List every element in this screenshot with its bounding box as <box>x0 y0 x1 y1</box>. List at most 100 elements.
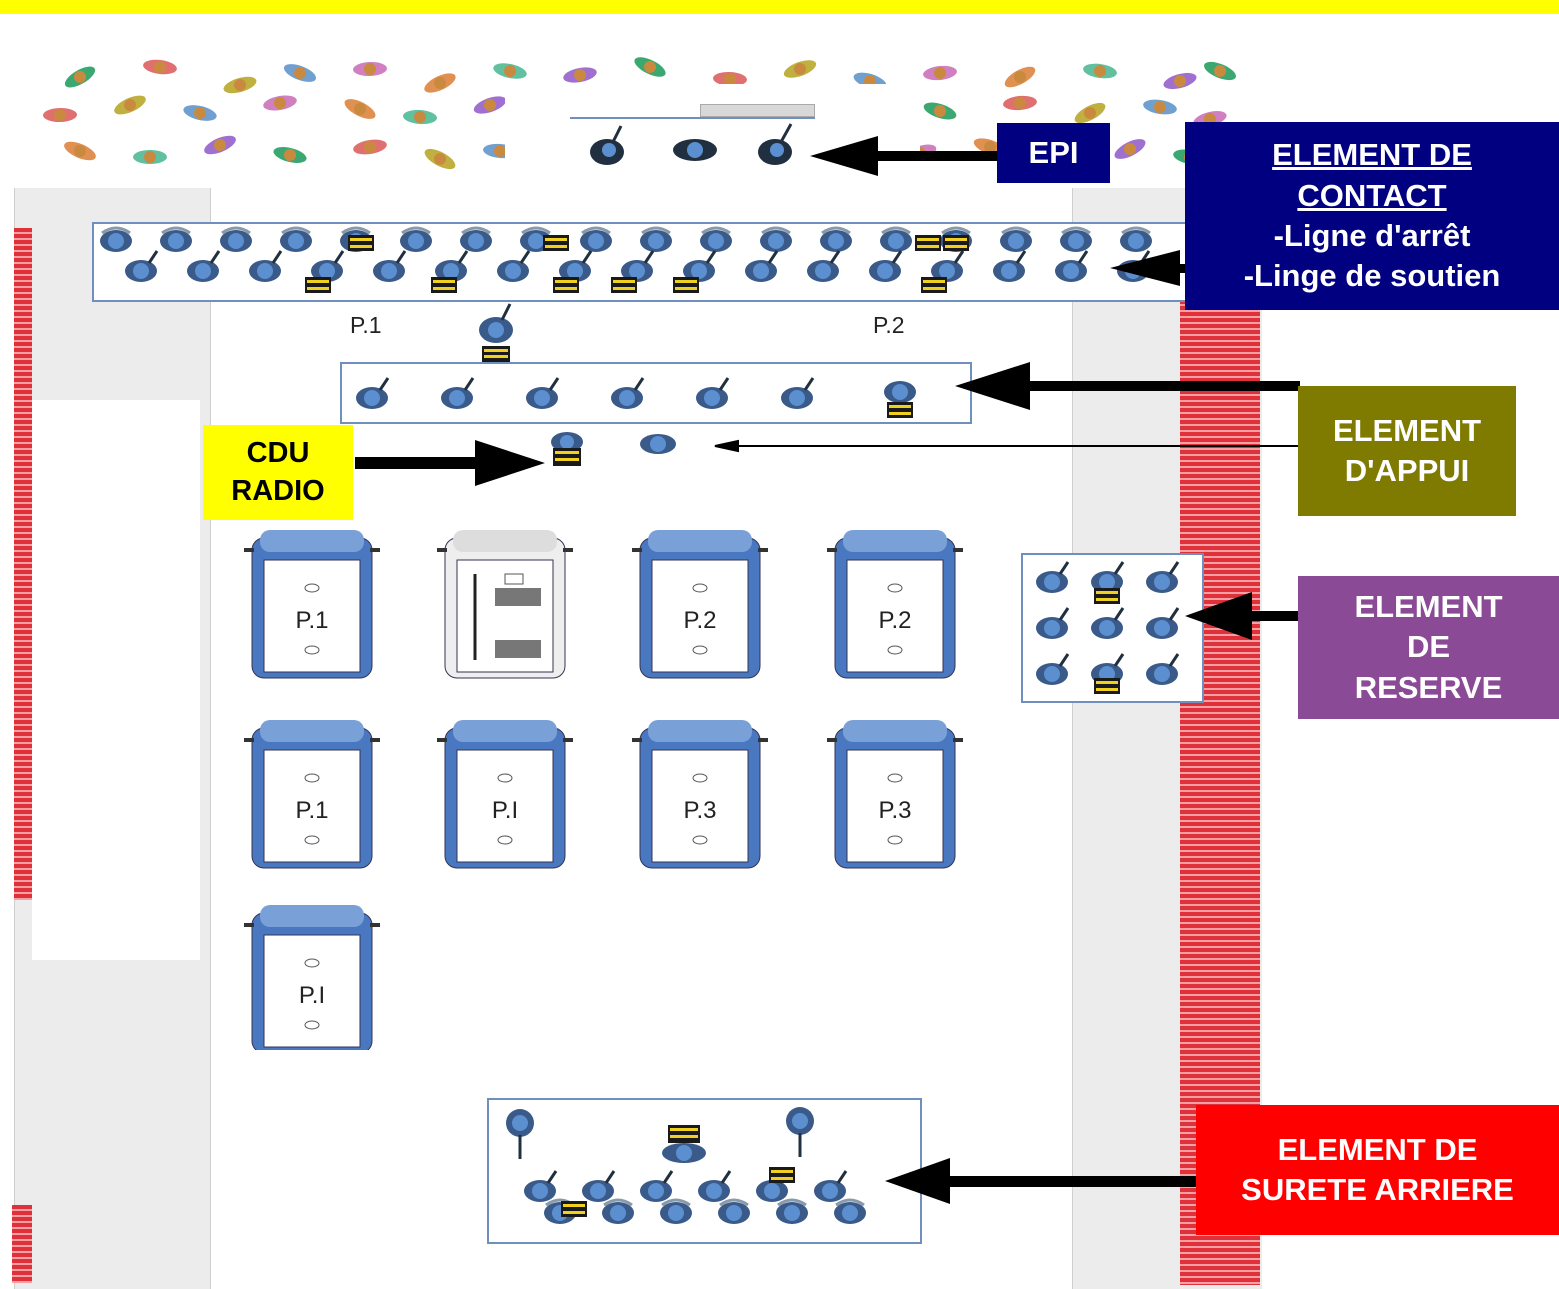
shield-officer-icon <box>700 226 732 252</box>
shield-officer-icon <box>820 226 852 252</box>
shield-officer-icon <box>280 226 312 252</box>
protester-icon <box>473 96 507 114</box>
commander-icon <box>915 235 941 251</box>
police-officer-icon <box>1146 607 1180 639</box>
police-officer-icon <box>356 377 390 409</box>
epi-area <box>505 84 920 196</box>
surete-arrow <box>885 1158 1200 1204</box>
protester-icon <box>283 64 317 82</box>
cdu-arrow <box>355 440 545 486</box>
protester-icon <box>424 73 456 93</box>
commander-icon <box>673 277 699 293</box>
contact-title-2: CONTACT <box>1297 177 1447 213</box>
protester-icon <box>713 71 747 87</box>
appui-line-1: ELEMENT <box>1332 412 1482 448</box>
police-officer-icon <box>698 1170 732 1202</box>
protester-icon <box>493 63 527 79</box>
shield-officer-icon <box>1060 226 1092 252</box>
police-officer-icon <box>756 1170 790 1202</box>
epi-officer-icon <box>673 139 717 161</box>
contact-line-3: -Ligne d'arrêt <box>1273 218 1471 253</box>
vehicle-label: P.2 <box>684 607 717 634</box>
reserve-arrow <box>1185 592 1335 640</box>
vehicle-label: P.2 <box>879 607 912 634</box>
appui-thin-arrow <box>714 439 1300 453</box>
contact-officers <box>100 226 1152 293</box>
reserve-line-1: ELEMENT <box>1354 589 1503 625</box>
commander-icon <box>611 277 637 293</box>
left-white-block <box>32 400 200 960</box>
contact-line-4: -Linge de soutien <box>1243 258 1501 294</box>
left-barrier-bottom <box>12 1205 32 1283</box>
shield-officer-icon <box>460 226 492 252</box>
protester-icon <box>64 66 96 88</box>
cdu-radio-icons <box>551 432 676 466</box>
police-officer-icon <box>125 250 159 282</box>
commander-icon <box>561 1201 587 1217</box>
epi-bar <box>570 117 815 119</box>
shield-officer-icon <box>660 1198 692 1224</box>
police-officer-icon <box>696 377 730 409</box>
shield-officer-icon <box>580 226 612 252</box>
rear-safety-officers <box>506 1107 866 1224</box>
epi-officers <box>590 123 793 165</box>
surete-line-2: SURETE ARRIERE <box>1241 1172 1514 1207</box>
support-officers <box>356 377 916 418</box>
shield-officer-icon <box>160 226 192 252</box>
protester-icon <box>1004 66 1036 88</box>
cdu-line-2: RADIO <box>231 474 325 507</box>
shield-officer-icon <box>760 226 792 252</box>
protester-icon <box>1163 72 1197 90</box>
police-van-icon: P.3 <box>632 720 768 869</box>
shield-officer-icon <box>834 1198 866 1224</box>
protester-icon <box>353 61 387 77</box>
commander-icon <box>943 235 969 251</box>
police-officer-icon <box>187 250 221 282</box>
top-color-bar <box>0 0 1559 14</box>
protester-icon <box>403 109 437 125</box>
contact-element-label: ELEMENT DE CONTACT -Ligne d'arrêt -Linge… <box>1185 122 1559 310</box>
police-officer-icon <box>435 250 469 282</box>
reserve-officers <box>1036 561 1180 694</box>
cdu-line-1: CDU <box>246 436 310 469</box>
police-officer-icon <box>441 377 475 409</box>
shield-officer-icon <box>100 226 132 252</box>
police-officer-icon <box>1055 250 1089 282</box>
protester-icon <box>1204 61 1236 81</box>
protester-icon <box>183 105 217 121</box>
cdu-radio-label: CDU RADIO <box>203 425 353 520</box>
police-officer-icon <box>582 1170 616 1202</box>
vehicle-label: P.3 <box>684 797 717 824</box>
shield-officer-icon <box>1120 226 1152 252</box>
protester-icon <box>64 141 96 161</box>
commander-icon <box>887 402 913 418</box>
support-element-label: ELEMENT D'APPUI <box>1298 386 1516 516</box>
police-officer-icon <box>1146 561 1180 593</box>
vehicle-label: P.1 <box>296 797 329 824</box>
police-officer-icon <box>373 250 407 282</box>
protester-icon <box>1003 95 1037 111</box>
epi-label: EPI <box>997 123 1110 183</box>
commander-icon <box>348 235 374 251</box>
police-van-icon: P.1 <box>244 720 380 869</box>
police-officer-icon <box>611 377 645 409</box>
protester-icon <box>143 59 177 75</box>
police-officer-icon <box>1036 607 1070 639</box>
police-officer-icon <box>1036 561 1070 593</box>
protester-icon <box>1114 139 1146 159</box>
protester-icon <box>353 139 387 155</box>
police-officer-icon <box>249 250 283 282</box>
police-van-icon: P.I <box>244 905 380 1050</box>
police-officer-icon <box>524 1170 558 1202</box>
commander-icon <box>431 277 457 293</box>
rear-safety-label: ELEMENT DE SURETE ARRIERE <box>1196 1105 1559 1235</box>
police-officer-icon <box>931 250 965 282</box>
commander-icon <box>884 381 916 403</box>
platoon-label-right: P.2 <box>873 312 905 338</box>
commander-icon <box>769 1167 795 1183</box>
commander-icon <box>543 235 569 251</box>
police-officer-icon <box>1091 561 1125 593</box>
vehicle-label: P.I <box>492 797 518 824</box>
protester-icon <box>424 148 456 170</box>
